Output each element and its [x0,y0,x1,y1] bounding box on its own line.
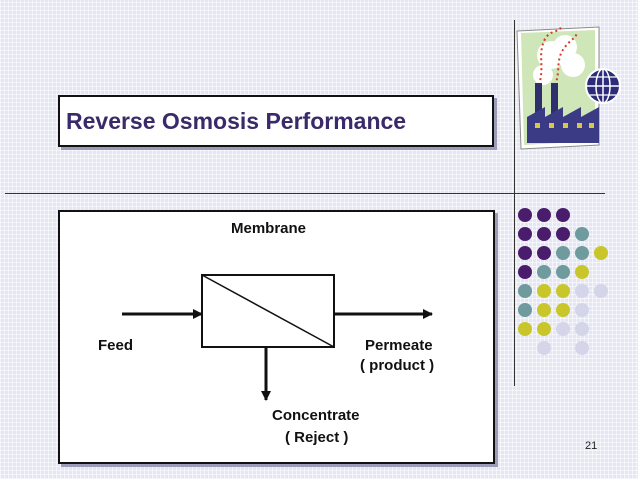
decorative-dot [537,246,551,260]
decorative-dot [556,284,570,298]
decorative-dot [518,322,532,336]
decorative-dot [575,341,589,355]
decorative-dot [518,303,532,317]
decorative-dot [556,322,570,336]
slide-number: 21 [585,440,598,452]
decorative-dot [518,284,532,298]
decorative-dot [518,246,532,260]
ro-diagram [122,274,433,401]
horizontal-rule [5,193,605,194]
concentrate-label: Concentrate [272,407,360,424]
decorative-dot [575,246,589,260]
decorative-dot [537,341,551,355]
decorative-dot [594,246,608,260]
factory-globe-icon [516,26,621,150]
decorative-dot [594,284,608,298]
decorative-dot [575,265,589,279]
decorative-dot [556,265,570,279]
membrane-label: Membrane [231,220,307,237]
decorative-dot [575,284,589,298]
decorative-dot [575,322,589,336]
decorative-dot [537,208,551,222]
decorative-dot [537,227,551,241]
decorative-dot [537,303,551,317]
decorative-dot [537,284,551,298]
permeate-sub-label: ( product ) [360,357,435,374]
decorative-dot [518,227,532,241]
decorative-dot [537,265,551,279]
decorative-dot [575,227,589,241]
decorative-dot [556,208,570,222]
slide-title: Reverse Osmosis Performance [66,107,407,134]
decorative-dot [556,227,570,241]
feed-label: Feed [98,337,134,354]
membrane-diagonal [201,274,335,348]
title-box: Reverse Osmosis Performance [58,95,494,147]
decorative-dot [537,322,551,336]
decorative-dot [518,208,532,222]
permeate-label: Permeate [365,337,433,354]
vertical-rule [514,20,515,386]
decorative-dot-grid [518,208,608,355]
decorative-dot [556,303,570,317]
concentrate-sub-label: ( Reject ) [285,429,349,446]
diagram-box: Membrane Feed Permeate ( product ) Conce… [58,210,495,464]
decorative-dot [518,265,532,279]
decorative-dot [556,246,570,260]
decorative-dot [575,303,589,317]
